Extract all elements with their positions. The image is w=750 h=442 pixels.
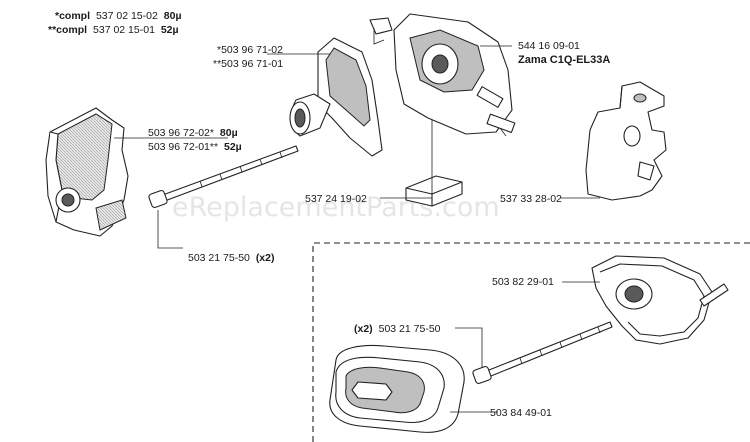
label-gasket: 537 24 19-02 <box>305 193 367 205</box>
label-filter-1: 503 96 72-02* 80µ <box>148 127 238 139</box>
gasket-part <box>405 175 463 207</box>
carburetor-part <box>369 13 516 137</box>
label-compl-2: **compl 537 02 15-01 52µ <box>48 24 179 36</box>
label-sleeve: 503 84 49-01 <box>490 407 552 419</box>
air-filter-part <box>45 107 129 237</box>
label-carb-number: 544 16 09-01 <box>518 40 580 52</box>
label-screw-1: 503 21 75-50 (x2) <box>188 252 275 264</box>
label-intake-1: *503 96 71-02 <box>217 44 283 56</box>
label-compl-1: *compl 537 02 15-02 80µ <box>55 10 182 22</box>
long-screw-2-part <box>472 321 613 385</box>
plate-part <box>585 81 667 201</box>
label-holder: 503 82 29-01 <box>492 276 554 288</box>
leader-lines <box>114 45 600 413</box>
holder-part <box>591 255 729 345</box>
intake-adapter-part <box>289 37 383 157</box>
dashed-group-box <box>312 242 750 442</box>
label-screw-2: (x2) 503 21 75-50 <box>354 323 441 335</box>
label-intake-2: **503 96 71-01 <box>213 58 283 70</box>
rubber-sleeve-part <box>329 344 465 433</box>
label-filter-2: 503 96 72-01** 52µ <box>148 141 242 153</box>
label-plate: 537 33 28-02 <box>500 193 562 205</box>
label-carb-model: Zama C1Q-EL33A <box>518 54 610 66</box>
long-screw-part <box>148 145 299 209</box>
